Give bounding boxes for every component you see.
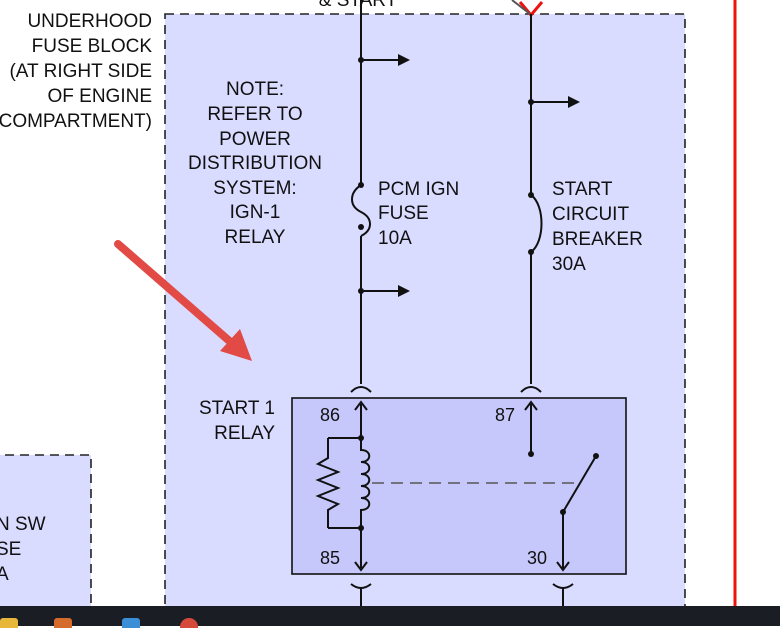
chrome-icon[interactable] [180,618,198,628]
flow-arrow [361,54,410,297]
svg-text:RELAY: RELAY [214,423,275,444]
svg-text:RELAY: RELAY [225,227,286,248]
resistor-symbol [315,438,341,528]
coil-symbol [360,438,371,528]
svg-text:UNDERHOOD: UNDERHOOD [27,11,152,32]
relay-internals [315,400,599,572]
svg-text:30A: 30A [552,254,586,275]
svg-text:DISTRIBUTION: DISTRIBUTION [188,153,322,174]
svg-text:REFER TO: REFER TO [207,104,302,125]
svg-text:A: A [0,564,9,585]
svg-text:COMPARTMENT): COMPARTMENT) [0,111,152,132]
left-switch-box [0,454,92,626]
top-cut-label: & START [319,0,398,11]
relay-box [291,397,627,575]
flow-arrow [531,96,580,108]
svg-text:OF ENGINE: OF ENGINE [47,86,152,107]
start-breaker-label: START CIRCUIT BREAKER 30A [552,179,643,275]
pin-86-label: 86 [320,405,340,425]
switch-contact [562,455,597,513]
svg-text:FUSE: FUSE [378,203,429,224]
taskbar [0,606,780,628]
start-wire [528,14,543,384]
folder-icon[interactable] [0,618,18,628]
svg-text:10A: 10A [378,228,412,249]
left-box-label: N SW SE A [0,514,46,585]
svg-text:IGN-1: IGN-1 [230,202,281,223]
svg-text:(AT RIGHT SIDE: (AT RIGHT SIDE [9,61,152,82]
svg-text:START 1: START 1 [199,398,275,419]
note-label: NOTE: REFER TO POWER DISTRIBUTION SYSTEM… [188,79,322,248]
app-icon[interactable] [54,618,72,628]
svg-text:FUSE BLOCK: FUSE BLOCK [32,36,153,57]
svg-text:NOTE:: NOTE: [226,79,284,100]
relay-connectors-bottom [350,583,574,606]
annotation-arrow [114,240,252,361]
svg-text:SE: SE [0,539,21,560]
pin-87-label: 87 [495,405,515,425]
svg-text:CIRCUIT: CIRCUIT [552,204,629,225]
top-gray-lead [511,0,531,15]
pcm-wire [351,0,371,384]
underhood-label: UNDERHOOD FUSE BLOCK (AT RIGHT SIDE OF E… [0,11,152,132]
relay-connectors-top [350,386,542,393]
svg-text:N SW: N SW [0,514,46,535]
pcm-fuse-label: PCM IGN FUSE 10A [378,179,459,249]
svg-text:POWER: POWER [219,129,291,150]
svg-text:SYSTEM:: SYSTEM: [213,178,296,199]
svg-text:BREAKER: BREAKER [552,229,643,250]
pin-30-label: 30 [527,548,547,568]
svg-text:START: START [552,179,613,200]
svg-text:PCM IGN: PCM IGN [378,179,459,200]
relay-name-label: START 1 RELAY [199,398,275,444]
browser-icon[interactable] [122,618,140,628]
pin-85-label: 85 [320,548,340,568]
